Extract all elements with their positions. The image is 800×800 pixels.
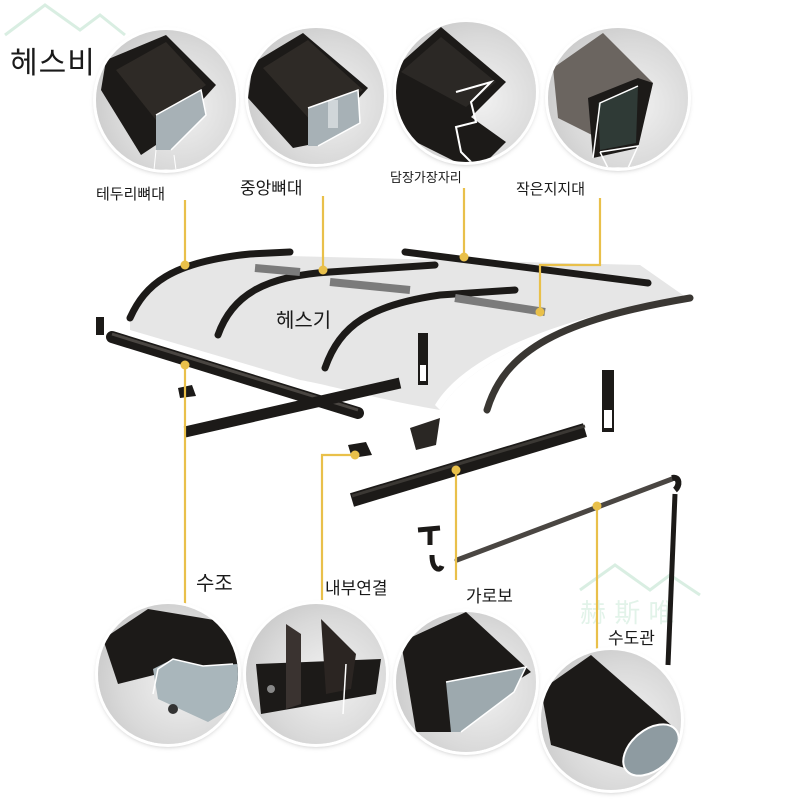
part-photo-edge-rib [96,30,236,170]
brand-title: 헤스비 [10,46,96,81]
part-photo-gutter [98,604,238,744]
part-photo-small-support [548,28,688,168]
part-photo-wall-edge [396,22,536,162]
part-label-inner-connector: 내부연결 [325,579,388,599]
part-label-crossbeam: 가로보 [466,587,513,607]
part-label-small-support: 작은지지대 [516,180,586,198]
part-photo-center-rib [248,28,384,164]
panel-label: 헤스기 [276,308,332,332]
part-label-drain-pipe: 수도관 [608,629,655,649]
part-label-edge-rib: 테두리뼈대 [96,185,166,203]
part-label-center-rib: 중앙뼈대 [240,179,303,199]
part-photo-crossbeam [396,612,536,752]
part-label-wall-edge: 담장가장자리 [390,171,462,186]
part-label-gutter: 수조 [196,571,233,595]
part-photo-inner-connector [246,604,386,744]
part-photo-drain-pipe [541,650,681,790]
